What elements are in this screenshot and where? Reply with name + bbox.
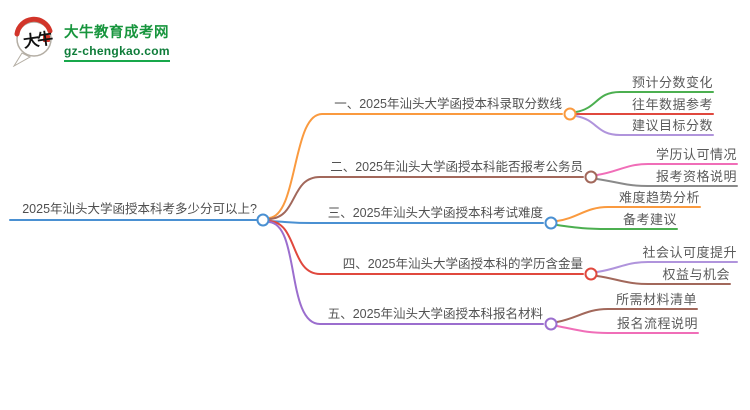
root-node-circle[interactable] — [256, 213, 270, 227]
subtopic-past-data-reference[interactable]: 往年数据参考 — [631, 97, 713, 112]
subtopic-required-materials[interactable]: 所需材料清单 — [615, 292, 697, 307]
subtopic-4-2-connector — [596, 275, 731, 285]
subtopic-eligibility-notes[interactable]: 报考资格说明 — [655, 169, 737, 184]
subtopic-degree-recognition[interactable]: 学历认可情况 — [655, 147, 737, 162]
subtopic-2-2-connector — [596, 178, 738, 187]
branch-5-connector — [268, 221, 544, 325]
branch-2-node-circle[interactable] — [584, 170, 598, 184]
branch-1-connector — [268, 113, 563, 219]
branch-1-title[interactable]: 一、2025年汕头大学函授本科录取分数线 — [334, 97, 562, 111]
subtopic-registration-process[interactable]: 报名流程说明 — [616, 316, 698, 331]
root-topic[interactable]: 2025年汕头大学函授本科考多少分可以上? — [22, 202, 257, 216]
subtopic-1-3-connector — [575, 115, 714, 136]
branch-4-node-circle[interactable] — [584, 267, 598, 281]
subtopic-expected-score-change[interactable]: 预计分数变化 — [631, 75, 713, 90]
branch-3-title[interactable]: 三、2025年汕头大学函授本科考试难度 — [327, 206, 543, 220]
subtopic-difficulty-trend[interactable]: 难度趋势分析 — [618, 190, 700, 205]
subtopic-4-1-connector — [596, 261, 738, 273]
site-logo[interactable]: 大牛 大牛教育成考网 gz-chengkao.com — [10, 13, 170, 67]
branch-5-node-circle[interactable] — [544, 317, 558, 331]
branch-3-connector — [268, 220, 544, 224]
subtopic-suggested-target-score[interactable]: 建议目标分数 — [631, 118, 713, 133]
subtopic-prep-advice[interactable]: 备考建议 — [622, 212, 677, 227]
subtopic-3-2-connector — [556, 224, 678, 230]
subtopic-5-2-connector — [556, 325, 699, 334]
branch-3-node-circle[interactable] — [544, 216, 558, 230]
subtopic-social-recognition[interactable]: 社会认可度提升 — [642, 245, 737, 260]
subtopic-3-1-connector — [556, 206, 701, 222]
branch-1-node-circle[interactable] — [563, 107, 577, 121]
subtopic-5-1-connector — [556, 308, 698, 323]
branch-5-title[interactable]: 五、2025年汕头大学函授本科报名材料 — [327, 307, 543, 321]
branch-2-connector — [268, 176, 584, 220]
bull-mascot-icon: 大牛 — [12, 16, 54, 67]
branch-4-title[interactable]: 四、2025年汕头大学函授本科的学历含金量 — [342, 257, 583, 271]
icon-text: 大牛 — [22, 28, 54, 51]
subtopic-1-1-connector — [575, 91, 714, 113]
subtopic-2-1-connector — [596, 163, 738, 176]
branch-4-connector — [268, 220, 584, 275]
site-domain: gz-chengkao.com — [64, 44, 170, 62]
branch-2-title[interactable]: 二、2025年汕头大学函授本科能否报考公务员 — [330, 160, 583, 174]
subtopic-rights-opportunities[interactable]: 权益与机会 — [662, 267, 730, 282]
site-name: 大牛教育成考网 — [64, 25, 169, 41]
